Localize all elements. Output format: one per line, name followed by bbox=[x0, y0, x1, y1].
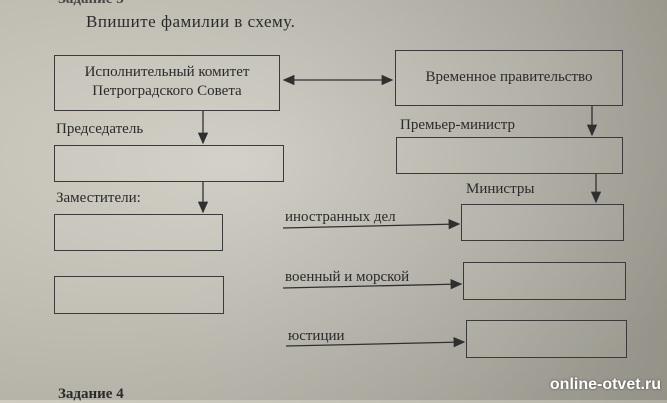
foreign-minister-answer-box[interactable] bbox=[461, 204, 624, 241]
premier-answer-box[interactable] bbox=[396, 137, 623, 174]
chairman-label: Председатель bbox=[56, 121, 144, 137]
committee-line-2: Петроградского Совета bbox=[92, 83, 242, 99]
arrow-to-foreign-minister bbox=[282, 219, 461, 230]
ministers-label: Министры bbox=[466, 181, 535, 197]
deputies-label: Заместители: bbox=[56, 190, 141, 206]
government-box: Временное правительство bbox=[395, 50, 623, 106]
military-minister-answer-box[interactable] bbox=[463, 262, 626, 300]
government-label: Временное правительство bbox=[425, 69, 593, 85]
instruction-text: Впишите фамилии в схему. bbox=[86, 12, 296, 31]
committee-box: Исполнительный комитет Петроградского Со… bbox=[54, 55, 280, 111]
task-4-heading: Задание 4 bbox=[58, 386, 124, 402]
arrow-to-justice-minister bbox=[285, 337, 466, 348]
military-label: военный и морской bbox=[285, 269, 410, 285]
arrow-to-military-minister bbox=[282, 279, 463, 290]
deputy-2-answer-box[interactable] bbox=[54, 276, 224, 314]
premier-label: Премьер-министр bbox=[400, 117, 515, 133]
task-3-heading: Задание 3 bbox=[58, 0, 124, 8]
deputy-1-answer-box[interactable] bbox=[54, 214, 223, 251]
chairman-answer-box[interactable] bbox=[54, 145, 284, 182]
watermark-text: online-otvet.ru bbox=[549, 376, 661, 393]
justice-label: юстиции bbox=[288, 328, 345, 344]
justice-minister-answer-box[interactable] bbox=[466, 320, 627, 358]
foreign-affairs-label: иностранных дел bbox=[285, 209, 396, 225]
committee-line-1: Исполнительный комитет bbox=[84, 64, 250, 80]
